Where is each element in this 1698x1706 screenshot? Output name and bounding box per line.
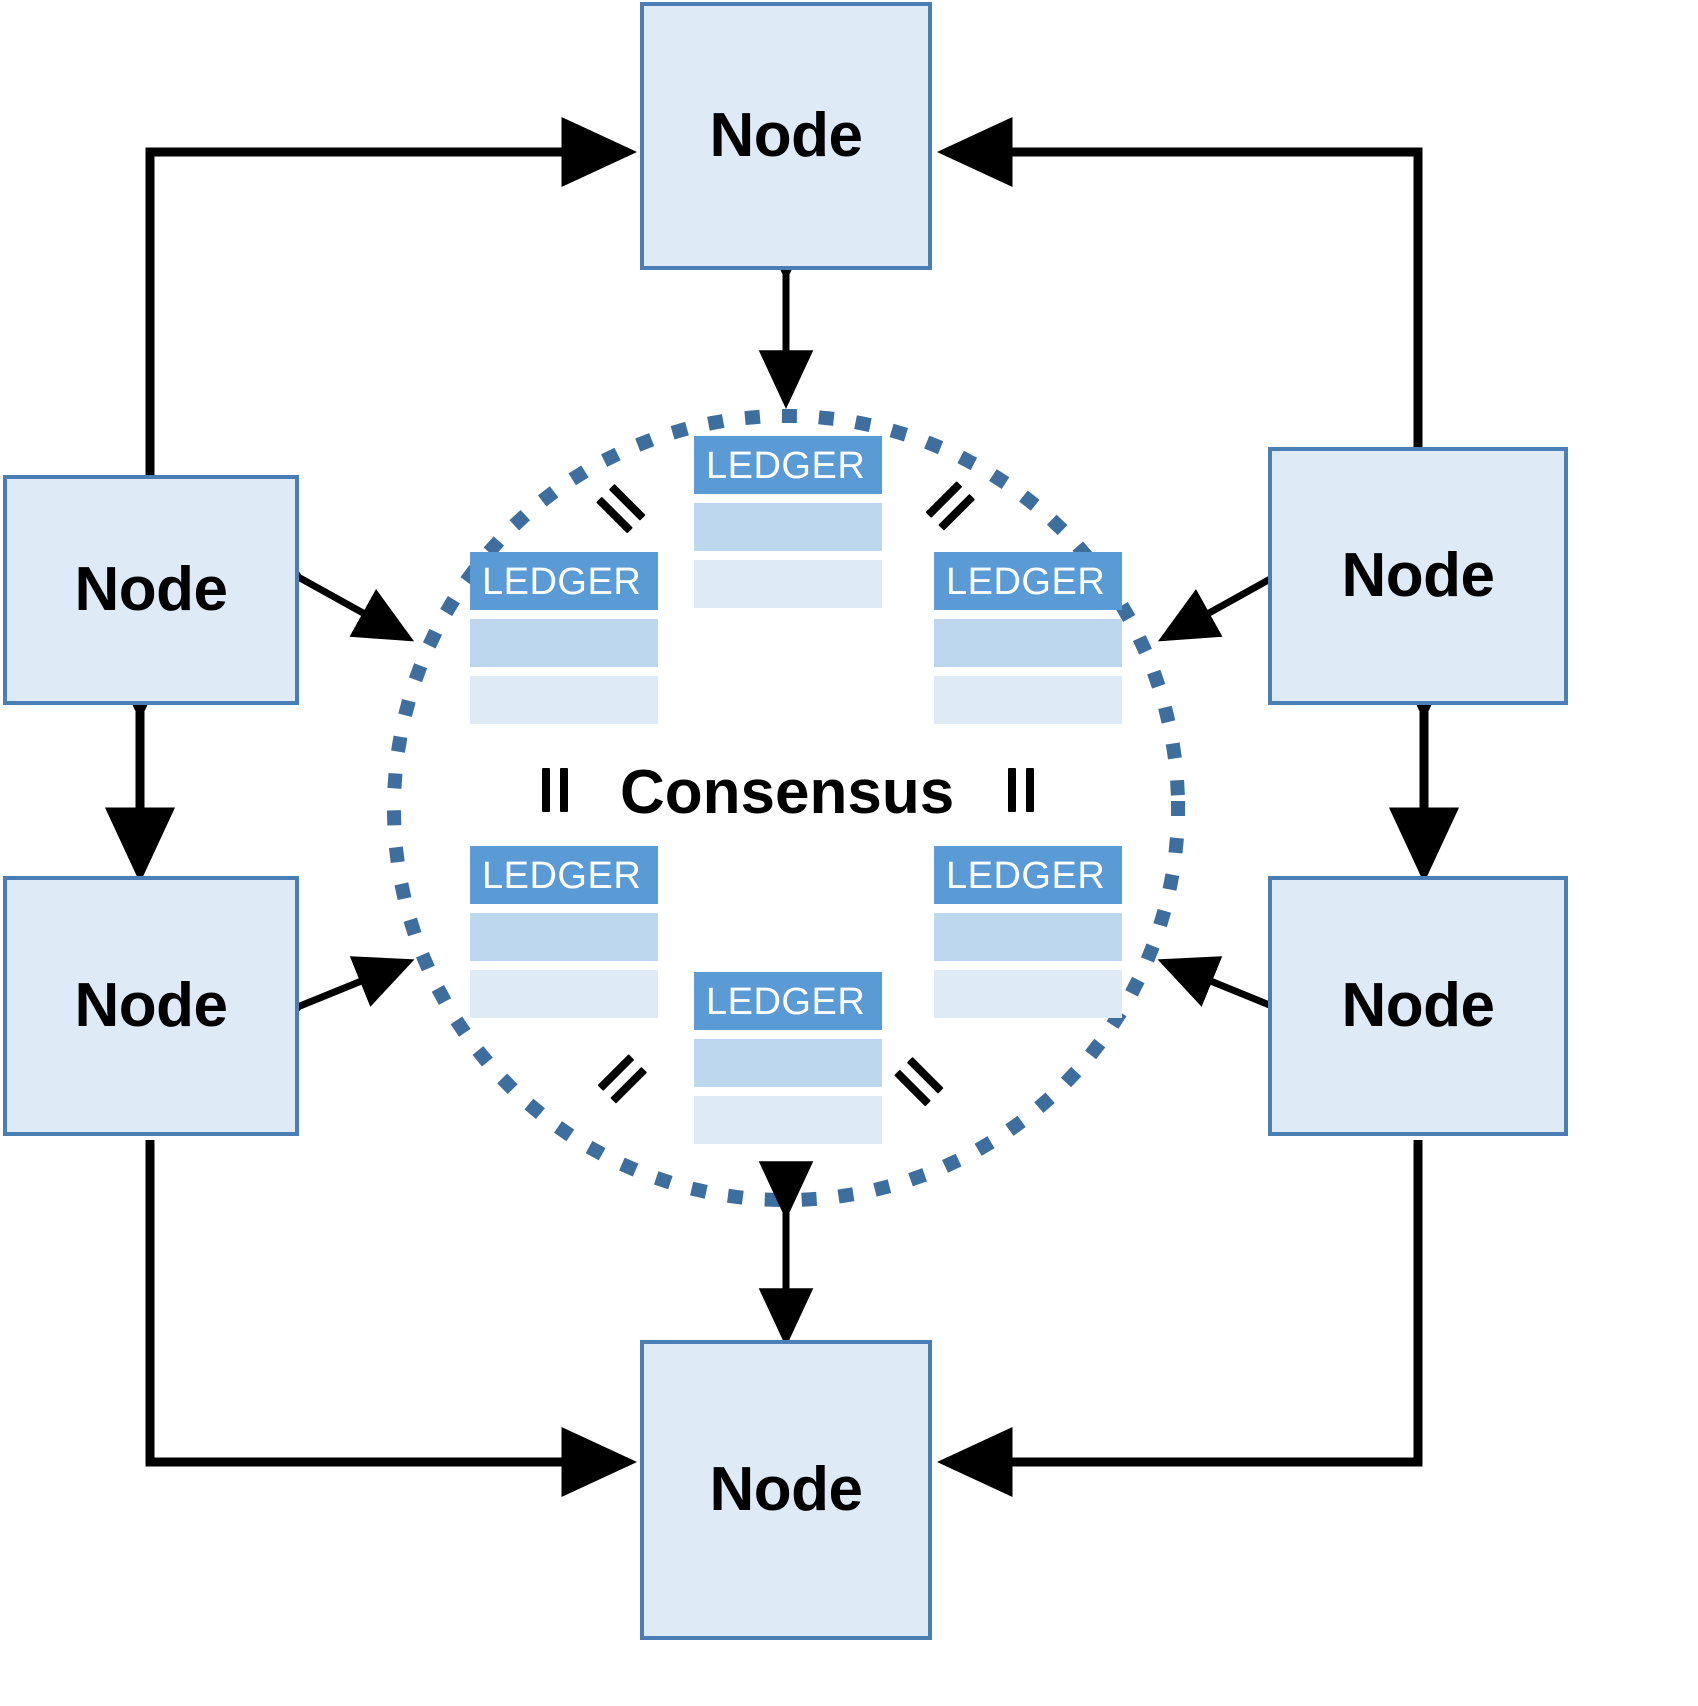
ledger-top-label: LEDGER	[694, 436, 882, 494]
arrow-leftupper-to-top	[145, 116, 637, 475]
arrow-leftlower-to-circle	[241, 956, 415, 1051]
arrow-top-to-rightupper	[937, 116, 1423, 475]
ledger-upper-left-label: LEDGER	[470, 552, 658, 610]
arrow-leftlower-to-bottom	[145, 1140, 637, 1498]
node-left-upper[interactable]: Node	[3, 475, 299, 705]
node-right-lower[interactable]: Node	[1268, 876, 1568, 1136]
ledger-lower-right-label: LEDGER	[934, 846, 1122, 904]
arrow-rightlower-to-circle	[1157, 956, 1331, 1051]
node-right-lower-label: Node	[1341, 971, 1496, 1040]
arrow-rightlower-to-bottom	[937, 1140, 1423, 1498]
consensus-circle	[387, 409, 1185, 1207]
ledger-lower-right-row-2	[934, 970, 1122, 1018]
ledger-lower-left-row-1	[470, 913, 658, 961]
ledger-bottom[interactable]: LEDGER	[694, 972, 882, 1144]
ledger-bottom-row-1	[694, 1039, 882, 1087]
arrow-rightupper-to-circle	[1157, 528, 1331, 642]
ledger-upper-right-row-2	[934, 676, 1122, 724]
ledger-bottom-row-2	[694, 1096, 882, 1144]
consensus-label: Consensus	[620, 758, 955, 827]
ledger-lower-right-row-1	[934, 913, 1122, 961]
node-right-upper[interactable]: Node	[1268, 447, 1568, 705]
ledger-bottom-label: LEDGER	[694, 972, 882, 1030]
ledger-lower-left-label: LEDGER	[470, 846, 658, 904]
node-right-upper-label: Node	[1341, 541, 1496, 610]
node-top-label: Node	[709, 101, 864, 170]
equals-mid-right-icon	[1000, 768, 1046, 814]
ledger-lower-right[interactable]: LEDGER	[934, 846, 1122, 1018]
ledger-upper-left-row-1	[470, 619, 658, 667]
ledger-upper-right-label: LEDGER	[934, 552, 1122, 610]
node-left-upper-label: Node	[74, 555, 229, 624]
arrow-leftupper-to-circle	[241, 528, 415, 642]
node-bottom-label: Node	[709, 1455, 864, 1524]
ledger-lower-left[interactable]: LEDGER	[470, 846, 658, 1018]
ledger-top[interactable]: LEDGER	[694, 436, 882, 608]
ledger-upper-right[interactable]: LEDGER	[934, 552, 1122, 724]
ledger-upper-left[interactable]: LEDGER	[470, 552, 658, 724]
ledger-top-row-1	[694, 503, 882, 551]
node-bottom[interactable]: Node	[640, 1340, 932, 1640]
equals-mid-left-icon	[534, 768, 580, 814]
ledger-top-row-2	[694, 560, 882, 608]
node-left-lower[interactable]: Node	[3, 876, 299, 1136]
ledger-upper-right-row-1	[934, 619, 1122, 667]
ledger-upper-left-row-2	[470, 676, 658, 724]
ledger-lower-left-row-2	[470, 970, 658, 1018]
node-left-lower-label: Node	[74, 971, 229, 1040]
node-top[interactable]: Node	[640, 2, 932, 270]
